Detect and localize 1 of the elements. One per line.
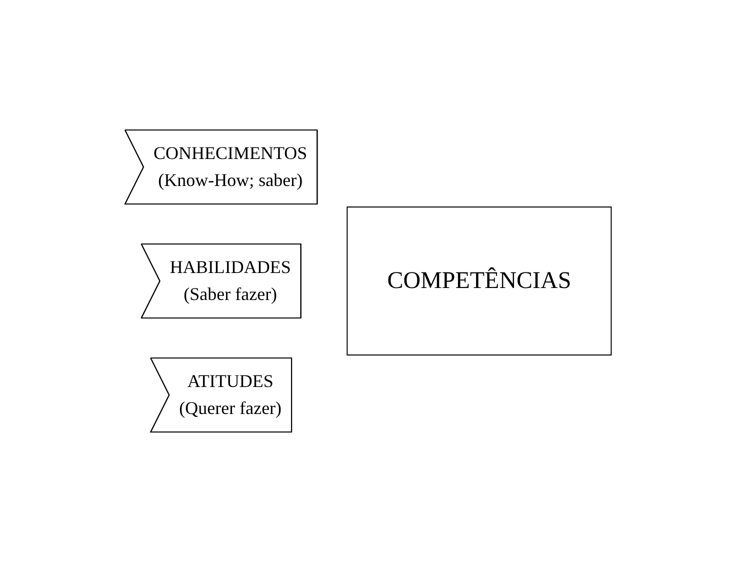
- node-box: COMPETÊNCIAS: [346, 206, 612, 356]
